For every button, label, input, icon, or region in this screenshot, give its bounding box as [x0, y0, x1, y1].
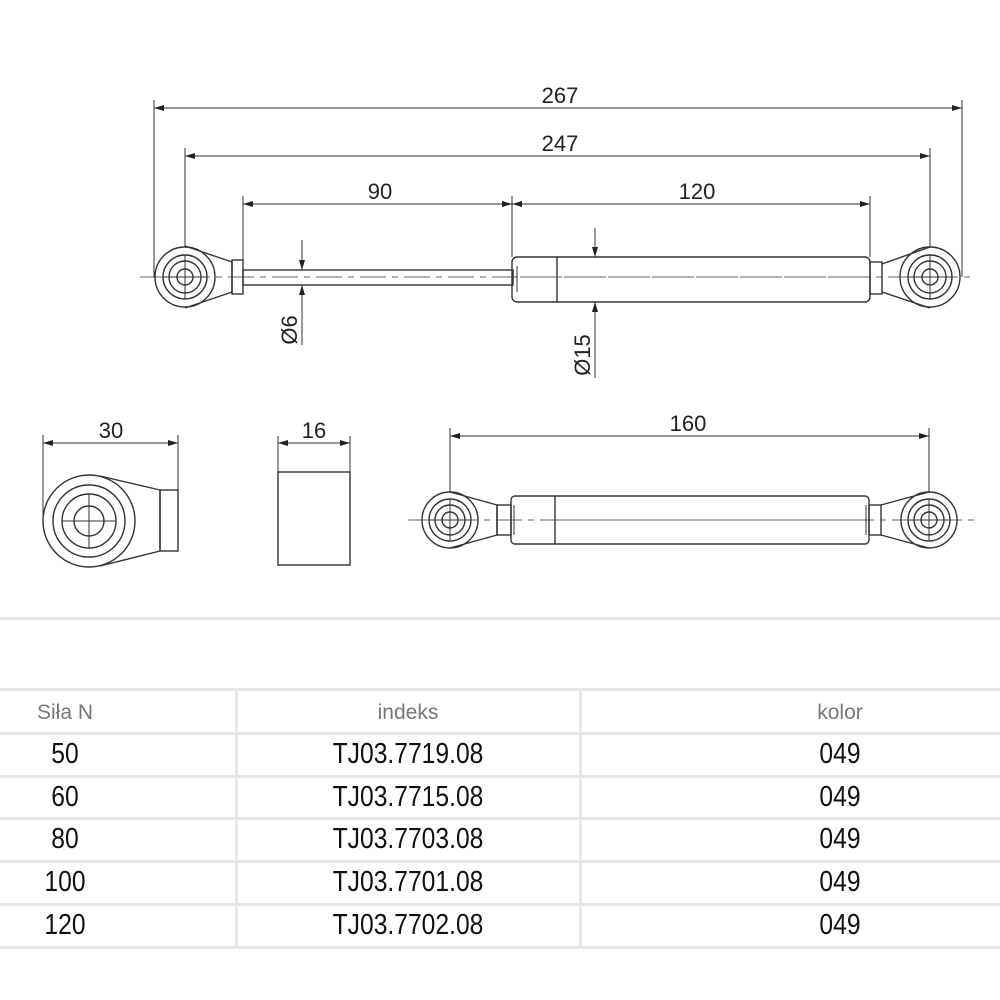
divider: [0, 732, 1000, 735]
force-cell: 60: [51, 781, 79, 813]
dim-rod-diameter: Ø6: [277, 315, 302, 344]
column-divider: [579, 689, 582, 949]
dim-stroke: 90: [368, 179, 392, 204]
eye-front-view: 30: [42, 418, 179, 568]
left-eye: [154, 245, 244, 309]
header-color: kolor: [817, 701, 863, 724]
dim-eye-width: 30: [99, 418, 123, 443]
compressed-spring-view: 160: [408, 411, 975, 549]
index-cell: TJ03.7715.08: [332, 781, 484, 813]
divider: [0, 775, 1000, 778]
color-cell: 049: [819, 866, 861, 898]
force-cell: 50: [51, 738, 79, 770]
force-cell: 100: [44, 866, 86, 898]
right-eye: [869, 246, 961, 309]
divider: [0, 617, 1000, 620]
dim-eye-thickness: 16: [302, 418, 326, 443]
force-cell: 80: [51, 823, 79, 855]
divider: [0, 860, 1000, 863]
dim-eye-to-eye: 247: [542, 131, 579, 156]
piston-rod: [242, 269, 514, 286]
dim-overall-length: 267: [542, 83, 579, 108]
index-cell: TJ03.7719.08: [332, 738, 484, 770]
force-cell: 120: [44, 909, 86, 941]
dim-compressed-length: 160: [670, 411, 707, 436]
technical-drawing: 267 247 90 120 Ø6 Ø15 30 16: [42, 83, 975, 568]
divider: [0, 903, 1000, 906]
color-cell: 049: [819, 909, 861, 941]
column-divider: [235, 689, 238, 949]
cylinder: [511, 256, 871, 303]
header-force: Siła N: [36, 701, 94, 724]
dim-cylinder-diameter: Ø15: [570, 334, 595, 376]
color-cell: 049: [819, 738, 861, 770]
divider: [0, 817, 1000, 820]
header-index: indeks: [377, 701, 439, 724]
dim-cylinder: 120: [679, 179, 716, 204]
divider: [0, 688, 1000, 691]
extended-spring-view: 267 247 90 120 Ø6 Ø15: [140, 83, 975, 378]
eye-side-view: 16: [277, 418, 351, 566]
color-cell: 049: [819, 823, 861, 855]
index-cell: TJ03.7702.08: [332, 909, 484, 941]
color-cell: 049: [819, 781, 861, 813]
divider: [0, 946, 1000, 949]
index-cell: TJ03.7701.08: [332, 866, 484, 898]
index-cell: TJ03.7703.08: [332, 823, 484, 855]
